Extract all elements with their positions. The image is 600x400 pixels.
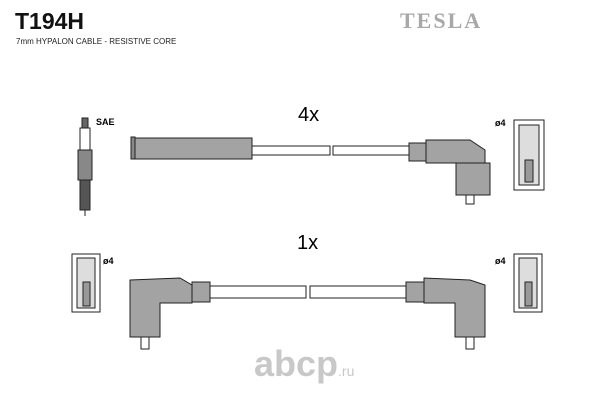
terminal-icon [513,119,545,191]
bottom-quantity: 1x [297,232,319,254]
terminal-label: ø4 [495,118,506,128]
top-cable [130,136,491,205]
bottom-cable [129,277,486,350]
terminal-icon [71,253,101,313]
brand-logo: TESLA [400,8,483,33]
watermark-main: abcp [254,343,339,384]
cable-description: 7mm HYPALON CABLE - RESISTIVE CORE [16,37,177,46]
spark-plug-icon [77,117,93,216]
top-quantity: 4x [298,104,320,126]
plug-label: SAE [96,117,115,127]
part-number: T194H [15,8,85,34]
watermark-suffix: .ru [338,363,355,379]
right-terminal-label: ø4 [495,256,506,266]
terminal-icon [513,253,543,313]
watermark: abcp.ru [254,343,354,385]
left-terminal-label: ø4 [103,256,114,266]
